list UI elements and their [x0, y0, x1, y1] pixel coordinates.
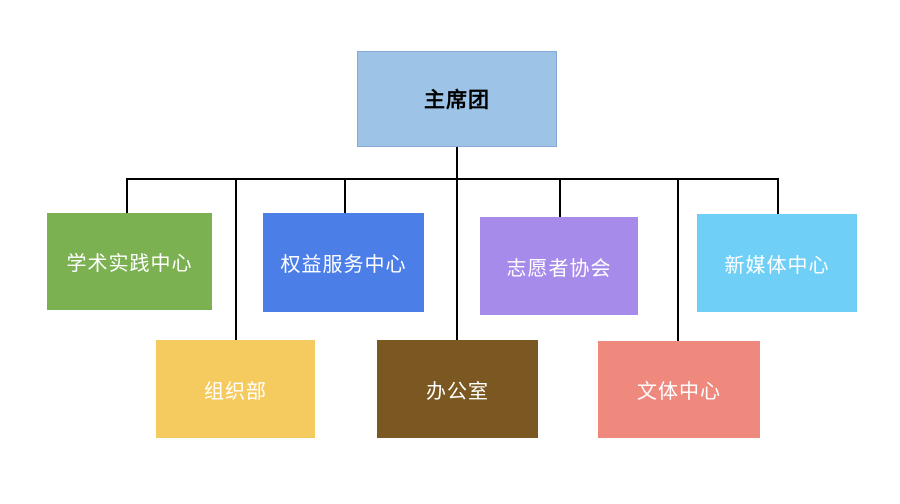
connector-culture-sports-center	[677, 178, 679, 342]
node-culture-sports-center-label: 文体中心	[637, 381, 721, 403]
connector-organization-dept	[235, 178, 237, 341]
connector-academic-practice-center	[126, 178, 128, 214]
node-volunteer-association-label: 志愿者协会	[506, 257, 612, 280]
node-academic-practice-center: 学术实践中心	[47, 213, 212, 310]
connector-bus	[126, 178, 779, 180]
node-academic-practice-center-label: 学术实践中心	[66, 253, 193, 275]
node-presidium-label: 主席团	[424, 89, 490, 112]
connector-new-media-center	[777, 178, 779, 215]
connector-office	[456, 178, 458, 341]
node-new-media-center-label: 新媒体中心	[724, 254, 830, 277]
connector-volunteer-association	[559, 178, 561, 218]
node-rights-service-center-label: 权益服务中心	[280, 254, 407, 276]
node-culture-sports-center: 文体中心	[598, 341, 760, 438]
node-new-media-center: 新媒体中心	[697, 214, 857, 312]
connector-root-drop	[456, 146, 458, 180]
node-office: 办公室	[377, 340, 538, 438]
node-rights-service-center: 权益服务中心	[263, 213, 424, 312]
node-presidium: 主席团	[357, 51, 557, 147]
node-organization-dept: 组织部	[156, 340, 315, 438]
node-office-label: 办公室	[426, 380, 489, 403]
connector-rights-service-center	[344, 178, 346, 214]
node-volunteer-association: 志愿者协会	[480, 217, 638, 315]
node-organization-dept-label: 组织部	[204, 380, 267, 403]
